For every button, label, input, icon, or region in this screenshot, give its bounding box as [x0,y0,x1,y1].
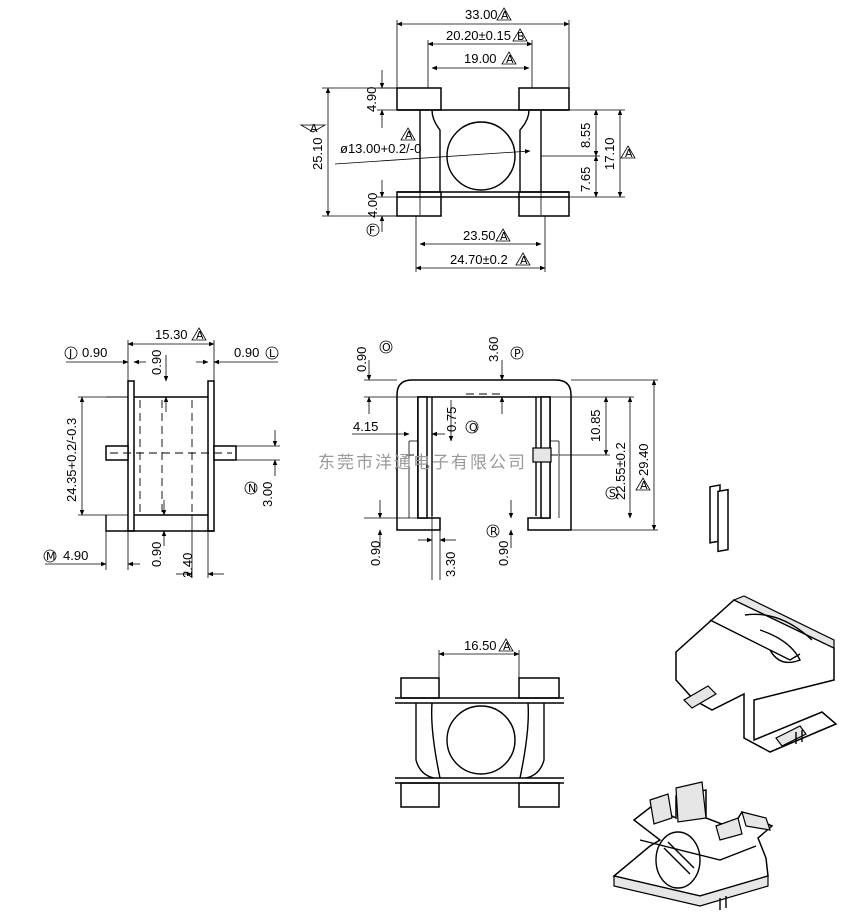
label-R: R [490,525,498,538]
dim-17-10: 17.10 [602,137,617,170]
dim-22-55: 22.55±0.2 [613,442,628,500]
dim-4-90: 4.90 [364,87,379,112]
label-J: J [68,347,72,360]
dim-29-40: 29.40 [636,443,651,476]
dim-8-55: 8.55 [578,123,593,148]
dim-0-90-bottom: 0.90 [149,542,164,567]
dim-0-90-top: 0.90 [149,350,164,375]
dim-24-35: 24.35+0.2/-0.3 [64,418,79,502]
dim-7-65: 7.65 [578,167,593,192]
svg-text:A: A [310,122,318,135]
dim-16-50: 16.50 [464,638,497,653]
svg-text:A: A [196,329,204,342]
front-view: O 0.90 3.60 P 4.15 0.75 Q 10.85 22.55±0.… [352,337,658,580]
svg-text:A: A [500,230,508,243]
label-L: L [269,347,276,360]
dim-3-00: 3.00 [260,482,275,507]
dim-3-60: 3.60 [486,337,501,362]
svg-text:A: A [520,254,528,267]
svg-text:A: A [506,53,514,66]
bottom-right-tab [518,191,570,217]
label-S: S [609,487,616,500]
dim-4-90-bottom: 4.90 [63,548,88,563]
label-N: N [248,482,256,495]
label-F: F [369,224,375,237]
dim-15-30: 15.30 [155,327,188,342]
label-Q: Q [469,421,478,434]
svg-text:A: A [405,129,413,142]
dim-33-00: 33.00 [465,7,498,22]
svg-text:A: A [640,479,648,492]
dim-0-90-o: 0.90 [354,347,369,372]
label-O: O [382,341,391,354]
svg-text:A: A [625,147,633,160]
top-right-tab [518,87,570,111]
dim-23-50: 23.50 [463,228,496,243]
svg-text:B: B [517,30,525,43]
dim-19-00: 19.00 [464,51,497,66]
isometric-view-bottom [612,781,774,910]
svg-text:A: A [503,640,511,653]
side-view: 15.30 A J 0.90 0.90 0.90 L 24.35+0.2/-0.… [43,327,280,578]
dim-4-00: 4.00 [365,193,380,218]
dim-4-15: 4.15 [353,419,378,434]
dim-3-30: 3.30 [443,552,458,577]
dim-24-70: 24.70±0.2 [450,252,508,267]
dim-0-75: 0.75 [444,407,459,432]
center-hole [446,121,516,191]
label-P: P [514,347,521,360]
dim-0-90-r: 0.90 [496,541,511,566]
dim-diameter: ø13.00+0.2/-0 [340,141,421,156]
dim-0-90-left: 0.90 [82,345,107,360]
dim-0-90-bl: 0.90 [368,541,383,566]
bottom-hole [446,705,516,775]
bottom-left-tab [396,191,442,217]
isometric-view-top [675,484,838,753]
watermark: 东莞市洋通电子有限公司 [318,453,527,473]
dim-20-20: 20.20±0.15 [446,28,511,43]
bottom-view: 16.50 A [395,638,564,808]
top-left-tab [396,87,442,111]
dim-10-85: 10.85 [588,409,603,442]
svg-text:A: A [501,9,509,22]
dim-25-10: 25.10 [310,137,325,170]
dim-2-40: 2.40 [180,553,195,578]
top-view: 33.00 A 20.20±0.15 B 19.00 A 4.90 25.10 … [299,7,636,272]
dim-0-90-right: 0.90 [234,345,259,360]
label-M: M [46,550,56,563]
